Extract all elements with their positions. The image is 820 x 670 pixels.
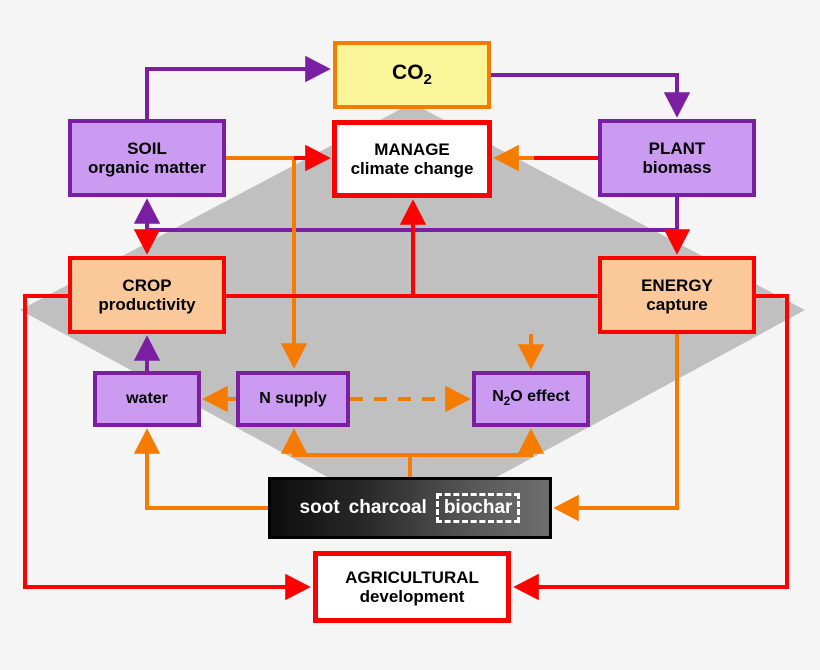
edge-soot-to-water xyxy=(133,428,268,510)
node-manage-line1: MANAGE xyxy=(374,139,450,159)
biochar-word-highlight: biochar xyxy=(435,493,521,523)
node-plant-biomass[interactable]: PLANT biomass xyxy=(598,119,756,197)
node-energy-line1: ENERGY xyxy=(641,275,713,295)
node-plant-line1: PLANT xyxy=(648,138,706,158)
edge-crop-energy-bus xyxy=(226,199,598,298)
node-n-supply-label: N supply xyxy=(259,390,327,408)
node-agri-line2: development xyxy=(359,587,465,606)
soot-word: soot xyxy=(299,497,340,519)
node-manage-line2: climate change xyxy=(350,159,474,178)
node-crop-line1: CROP xyxy=(122,275,172,295)
edge-energy-to-soot xyxy=(553,334,679,522)
gray-diamond-backdrop xyxy=(20,103,805,523)
node-soil-line1: SOIL xyxy=(127,138,167,158)
node-co2-label: CO2 xyxy=(392,60,432,89)
node-energy-line2: capture xyxy=(646,295,708,314)
node-agri-line1: AGRICULTURAL xyxy=(345,567,479,587)
edge-crop-to-agri xyxy=(23,294,311,601)
edge-co2-to-plant xyxy=(491,73,691,118)
node-n-supply[interactable]: N supply xyxy=(236,371,350,427)
node-agricultural-development[interactable]: AGRICULTURAL development xyxy=(313,551,511,623)
node-manage-climate-change[interactable]: MANAGE climate change xyxy=(332,120,492,198)
node-plant-line2: biomass xyxy=(642,158,712,177)
node-crop-productivity[interactable]: CROP productivity xyxy=(68,256,226,334)
node-n2o-effect[interactable]: N2O effect xyxy=(472,371,590,427)
edge-soil-to-manage-and-nsupply xyxy=(226,156,308,369)
node-soil-organic-matter[interactable]: SOIL organic matter xyxy=(68,119,226,197)
node-water[interactable]: water xyxy=(93,371,201,427)
node-co2[interactable]: CO2 xyxy=(333,41,491,109)
node-crop-line2: productivity xyxy=(98,295,196,314)
node-water-label: water xyxy=(126,390,168,408)
node-soil-line2: organic matter xyxy=(87,158,207,177)
charcoal-word: charcoal xyxy=(348,497,427,519)
edge-soot-to-n2o xyxy=(408,428,545,477)
edge-energy-to-agri xyxy=(513,294,789,601)
edge-soil-to-co2 xyxy=(145,55,331,119)
node-soot-charcoal-biochar[interactable]: soot charcoal biochar xyxy=(268,477,552,539)
node-energy-capture[interactable]: ENERGY capture xyxy=(598,256,756,334)
